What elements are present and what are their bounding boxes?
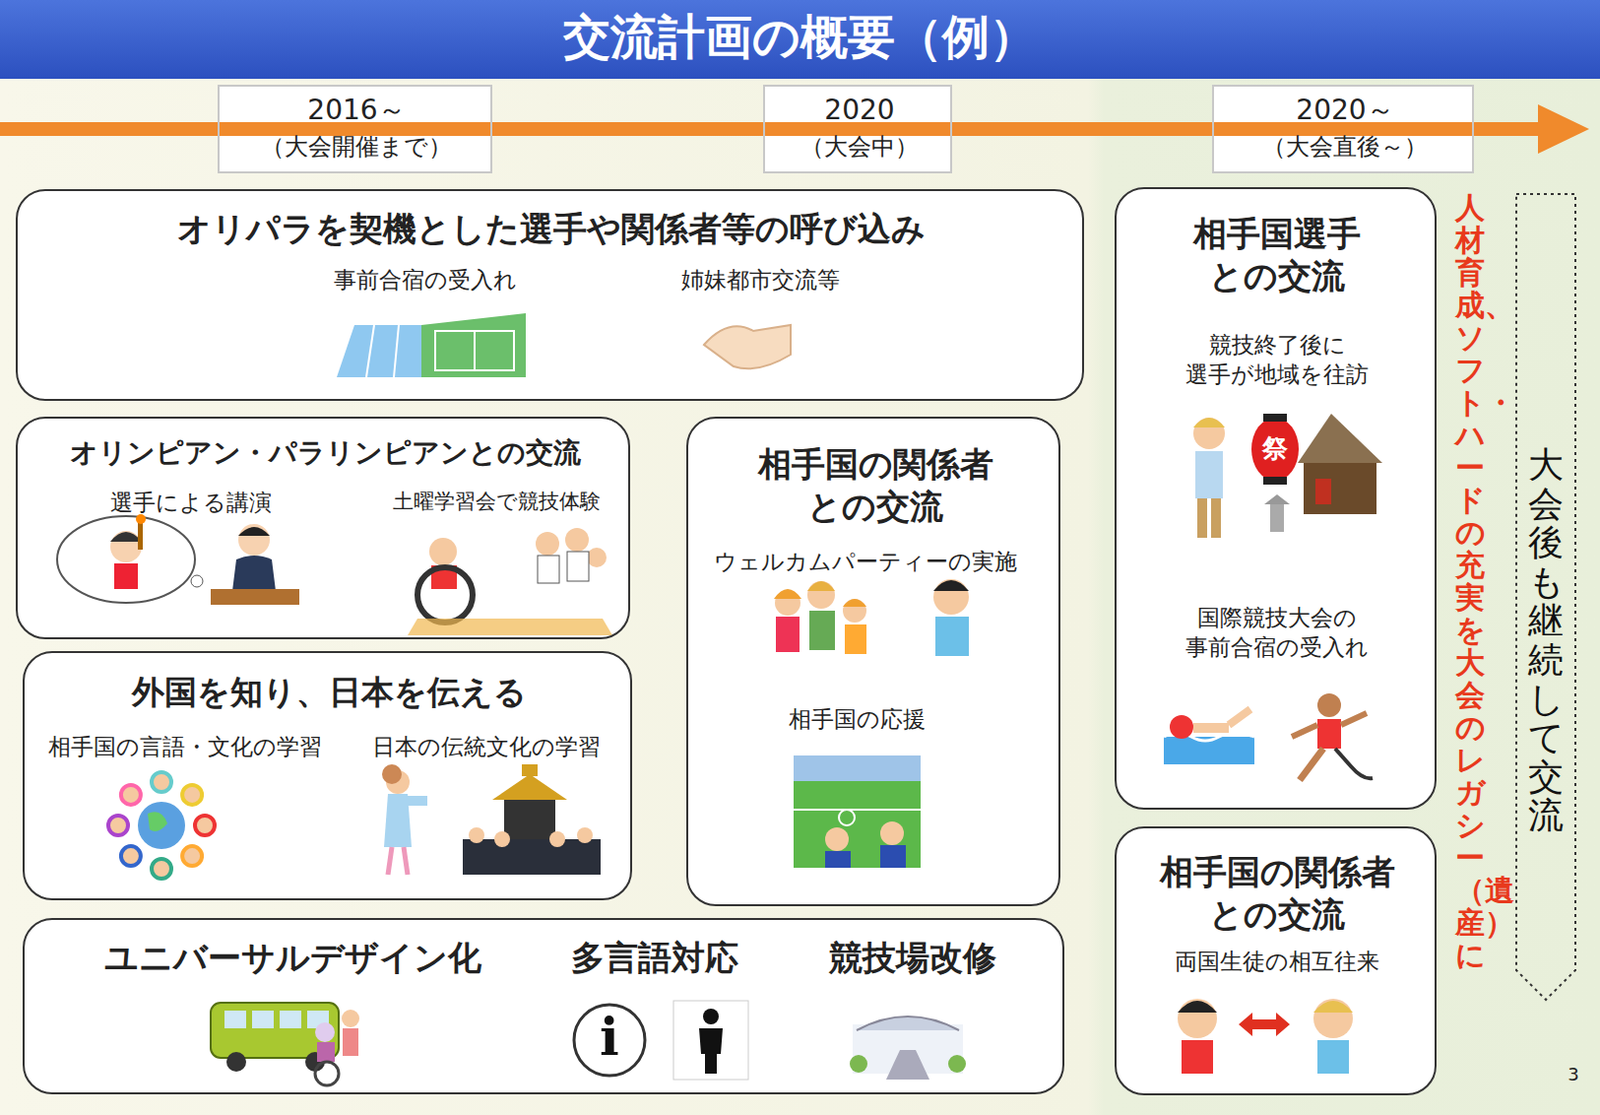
activity-box: オリンピアン・パラリンピアンとの交流選手による講演 土曜学習会で競技体験 [15, 416, 631, 640]
period-box: 2020～（大会直後～） [1212, 84, 1474, 174]
box-heading: オリンピアン・パラリンピアンとの交流 [27, 435, 623, 471]
box-heading: 2016～ [228, 92, 485, 128]
box-heading: 2020～ [1221, 92, 1469, 128]
box-caption: 土曜学習会で競技体験 [363, 488, 630, 515]
box-heading: オリパラを契機とした選手や関係者等の呼び込み [34, 206, 1069, 251]
box-heading: 相手国の関係者 との交流 [717, 443, 1033, 527]
box-heading: 相手国選手 との交流 [1129, 212, 1425, 297]
period-box: 2016～（大会開催まで） [217, 84, 493, 174]
activity-box: オリパラを契機とした選手や関係者等の呼び込み事前合宿の受入れ 姉妹都市交流等 [15, 189, 1085, 401]
box-heading: 相手国の関係者 との交流 [1129, 850, 1425, 935]
box-heading: ユニバーサルデザイン化 [85, 935, 500, 979]
box-caption: ウェルカムパーティーの実施 [693, 547, 1038, 577]
box-caption: 多言語対応 [551, 935, 759, 979]
box-heading: 2020 [770, 92, 949, 128]
lantern-character: 祭 [1261, 431, 1289, 466]
box-caption: 相手国の応援 [728, 704, 985, 735]
continuation-arrow: 大会後も継続して交流 [1516, 193, 1576, 1000]
box-caption: 日本の伝統文化の学習 [348, 732, 625, 763]
activity-box: 相手国の関係者 との交流両国生徒の相互往来 [1114, 826, 1437, 1095]
box-caption: 競技終了後に 選手が地域を往訪 [1129, 330, 1425, 390]
activity-box: ユニバーサルデザイン化 多言語対応競技場改修 [22, 917, 1065, 1094]
box-heading: 大会後も継続して交流 [1528, 445, 1564, 835]
legacy-note: 人材育成、ソフト・ハードの充実を大会のレガシー（遺産）に [1455, 191, 1485, 971]
box-caption: 両国生徒の相互往来 [1129, 947, 1425, 977]
box-caption: 競技場改修 [799, 935, 1026, 979]
box-caption: 相手国の言語・文化の学習 [37, 732, 333, 763]
box-caption: 選手による講演 [58, 488, 324, 518]
title-text: 交流計画の概要（例） [0, 5, 1600, 69]
box-heading: 外国を知り、日本を伝える [38, 671, 620, 714]
activity-box: 相手国選手 との交流競技終了後に 選手が地域を往訪国際競技大会の 事前合宿の受入… [1114, 187, 1437, 810]
box-caption: 事前合宿の受入れ [277, 265, 574, 296]
activity-box: 外国を知り、日本を伝える相手国の言語・文化の学習日本の伝統文化の学習 [22, 650, 633, 900]
box-caption: 姉妹都市交流等 [612, 265, 908, 296]
box-caption: （大会直後～） [1221, 131, 1469, 163]
box-caption: 国際競技大会の 事前合宿の受入れ [1129, 603, 1425, 663]
info-symbol: i [589, 1006, 630, 1068]
box-caption: （大会開催まで） [228, 131, 485, 163]
period-box: 2020（大会中） [763, 84, 953, 174]
page-number: 3 [1561, 1063, 1586, 1085]
box-caption: （大会中） [770, 131, 949, 163]
activity-box: 相手国の関係者 との交流ウェルカムパーティーの実施相手国の応援 [686, 416, 1061, 906]
